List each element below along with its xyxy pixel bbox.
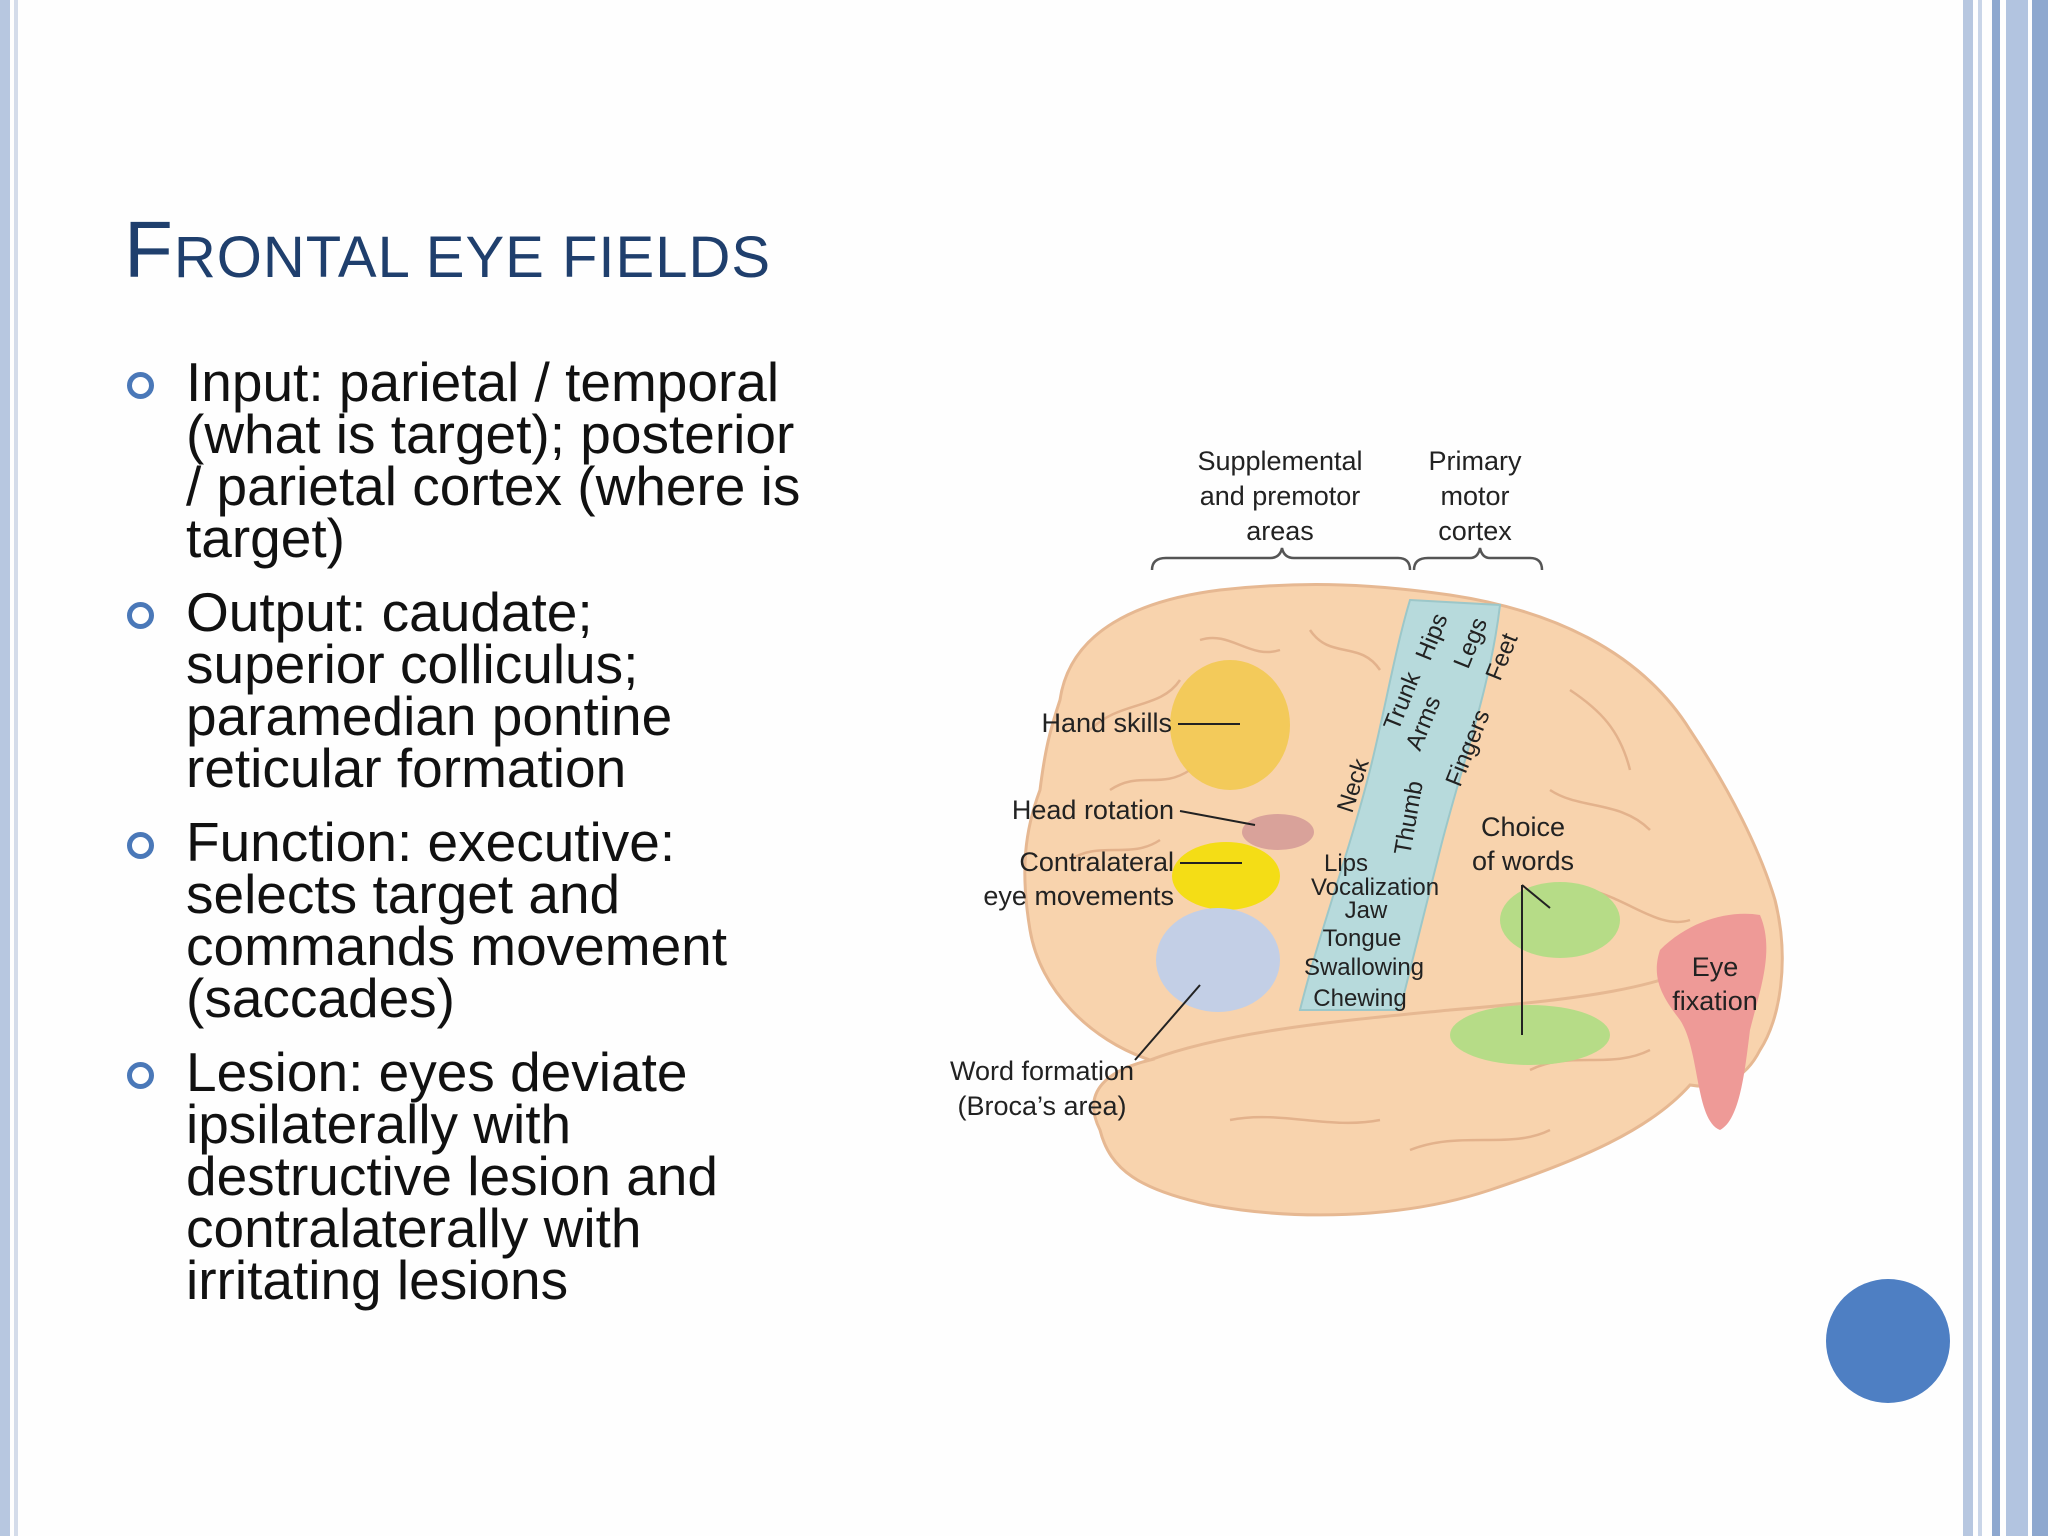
right-border-bar [1992,0,2000,1536]
right-border-bar [2006,0,2028,1536]
left-border-bar [14,0,18,1536]
bullet-item: Input: parietal / temporal (what is targ… [124,356,804,566]
strip-label-tongue: Tongue [1323,925,1402,952]
left-border-bar [0,0,10,1536]
label-hand-skills: Hand skills [1041,708,1172,738]
bullet-list: Input: parietal / temporal (what is targ… [124,356,804,1328]
bullet-item: Output: caudate; superior colliculus; pa… [124,585,804,796]
label-head-rotation: Head rotation [1012,795,1174,825]
motor-strip [1298,598,1502,1011]
label-word-formation-line2: (Broca’s area) [957,1091,1126,1121]
region-eye-movements [1172,842,1280,910]
header-primary-line3: cortex [1438,516,1512,546]
bullet-marker-icon [127,1062,154,1089]
motor-strip-stacked-labels: Lips Vocalization Jaw Tongue Swallowing … [1304,850,1439,1012]
bullet-marker-icon [127,372,154,399]
brain-diagram-svg: Supplemental and premotor areas Primary … [950,446,1784,1217]
header-supplemental-line3: areas [1246,516,1314,546]
header-primary-line1: Primary [1429,446,1522,476]
label-eye-fixation-line2: fixation [1672,986,1758,1016]
label-choice-line1: Choice [1481,812,1565,842]
region-broca [1156,908,1280,1012]
slide-title: FRONTAL EYE FIELDS [124,205,772,294]
right-border-bar [2032,0,2048,1536]
strip-label-lips: Lips [1324,850,1368,877]
label-word-formation-line1: Word formation [950,1056,1134,1086]
region-choice-words-upper [1500,882,1620,958]
region-eye-fixation [1656,913,1767,1130]
label-eye-fixation-line1: Eye [1692,952,1739,982]
strip-label-swallowing: Swallowing [1304,954,1424,981]
leader-head-rotation [1179,810,1256,826]
bracket-primary [1412,547,1544,571]
slide-nav-circle[interactable] [1826,1279,1950,1403]
leader-choice [1521,884,1551,1035]
bracket-supplemental [1150,547,1412,571]
right-border-bar [1963,0,1973,1536]
header-primary-line2: motor [1440,481,1509,511]
header-supplemental-line2: and premotor [1200,481,1361,511]
region-choice-words-lower [1450,1005,1610,1065]
strip-label-vocalization: Vocalization [1311,874,1439,901]
bullet-marker-icon [127,832,154,859]
label-contralateral-line2: eye movements [983,881,1174,911]
bullet-marker-icon [127,602,154,629]
header-supplemental-line1: Supplemental [1197,446,1362,476]
bullet-item: Lesion: eyes deviate ipsilaterally with … [124,1045,804,1308]
right-border-bar [1978,0,1982,1536]
label-contralateral-line1: Contralateral [1019,847,1174,877]
region-head-rotation [1242,814,1314,850]
bullet-item: Function: executive: selects target and … [124,815,804,1026]
label-choice-line2: of words [1472,846,1574,876]
leader-word-formation [1134,984,1201,1061]
brain-diagram: Supplemental and premotor areas Primary … [930,430,1830,1230]
strip-label-jaw: Jaw [1345,897,1388,924]
strip-label-chewing: Chewing [1313,985,1406,1012]
gyri-lines [1069,629,1691,1152]
